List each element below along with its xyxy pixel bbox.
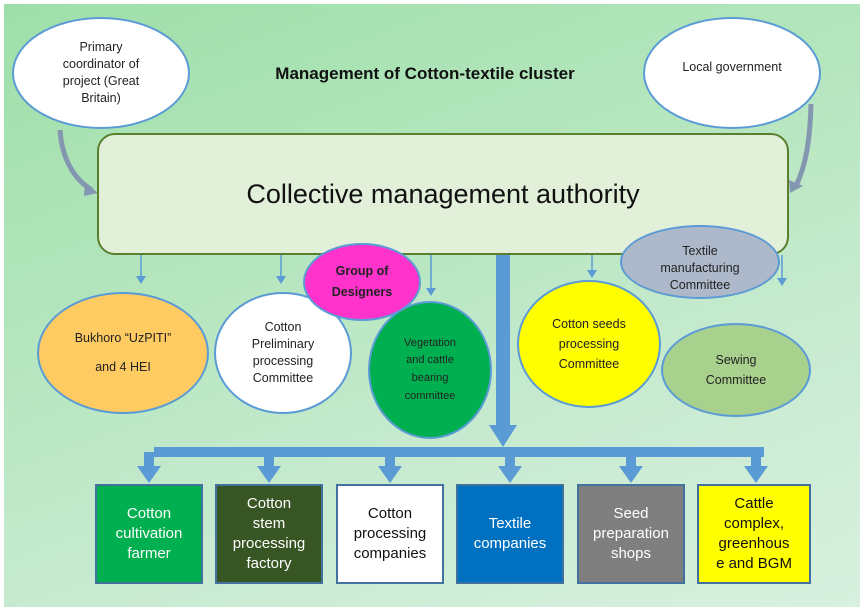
- arrowhead: [777, 278, 787, 286]
- authority-label: Collective management authority: [246, 178, 640, 209]
- node-group-of-designers: Group of Designers: [303, 243, 421, 321]
- unit-label-line: Cotton: [367, 504, 413, 522]
- label-line: Cotton seeds: [552, 317, 626, 331]
- unit-box: Cotton cultivation farmer: [95, 484, 203, 584]
- drop-arrow-head: [257, 466, 281, 483]
- drop-arrow-shaft: [751, 452, 761, 468]
- unit-label-line: factory: [246, 555, 292, 573]
- unit-box: Cotton processing companies: [336, 484, 444, 584]
- unit-box: Cotton stem processing factory: [215, 484, 323, 584]
- unit-label-line: e and BGM: [716, 555, 792, 573]
- label-line: processing: [558, 337, 620, 351]
- node-bukhoro-uzpiti: Bukhoro “UzPITI” and 4 HEI: [37, 292, 209, 414]
- label-line: committee: [404, 389, 456, 402]
- label-line: Committee: [252, 370, 314, 385]
- distribution-bar: [154, 447, 764, 457]
- label-line: Committee: [669, 277, 731, 292]
- drop-arrow-head: [619, 466, 643, 483]
- node-local-government: Local government: [643, 17, 821, 129]
- curved-arrow-left-head: [84, 182, 98, 196]
- arrowhead: [426, 288, 436, 296]
- arrowhead: [136, 276, 146, 284]
- main-arrow-head: [489, 425, 517, 447]
- unit-label-line: Cotton: [246, 494, 292, 512]
- label-line: Designers: [331, 285, 393, 299]
- drop-arrow-shaft: [144, 452, 154, 468]
- unit-box: Textile companies: [456, 484, 564, 584]
- drop-arrow-shaft: [385, 452, 395, 468]
- drop-arrow-head: [498, 466, 522, 483]
- unit-label-line: stem: [252, 514, 286, 532]
- drop-arrow-shaft: [626, 452, 636, 468]
- unit-box: Seed preparation shops: [577, 484, 685, 584]
- label-line: Vegetation: [404, 336, 456, 349]
- label-line: Britain): [81, 90, 121, 105]
- unit-label-line: processing: [353, 524, 427, 542]
- label-line: Primary: [79, 40, 123, 55]
- label-line: Textile: [682, 244, 718, 258]
- label-line: bearing: [411, 372, 449, 384]
- diagram-title: Management of Cotton-textile cluster: [275, 64, 575, 83]
- arrowhead: [587, 270, 597, 278]
- unit-label-line: companies: [473, 535, 547, 552]
- label-line: project (Great: [62, 74, 140, 88]
- unit-label-line: Textile: [488, 514, 532, 532]
- label-line: and 4 HEI: [95, 360, 151, 374]
- drop-arrow-shaft: [505, 452, 515, 468]
- node-local-government-label: Local government: [682, 59, 782, 74]
- unit-box: Cattle complex, greenhous e and BGM: [697, 484, 811, 584]
- unit-label-line: Cotton: [126, 504, 172, 522]
- drop-arrow-head: [744, 466, 768, 483]
- unit-label-line: companies: [353, 545, 427, 563]
- label-line: Committee: [705, 373, 767, 387]
- drop-arrow-head: [137, 466, 161, 483]
- unit-label-line: Cattle: [734, 494, 774, 512]
- label-line: and cattle: [406, 354, 454, 367]
- drop-arrow-head: [378, 466, 402, 483]
- unit-label-line: preparation: [593, 524, 669, 542]
- unit-label-line: processing: [232, 535, 306, 552]
- curved-arrow-right: [793, 103, 814, 188]
- label-line: processing: [252, 354, 314, 368]
- node-vegetation-cattle-committee: Vegetation and cattle bearing committee: [368, 301, 492, 439]
- label-line: coordinator of: [62, 57, 140, 72]
- unit-label-line: Seed: [613, 504, 649, 522]
- curved-arrow-left: [57, 129, 94, 193]
- unit-label-line: greenhous: [718, 535, 790, 552]
- main-arrow-shaft: [496, 255, 510, 427]
- unit-label-line: cultivation: [115, 524, 183, 542]
- arrowhead: [276, 276, 286, 284]
- unit-label-line: farmer: [127, 545, 171, 563]
- label-line: Group of: [335, 263, 389, 278]
- curved-arrow-right-head: [789, 180, 803, 193]
- label-line: Preliminary: [251, 337, 315, 352]
- label-line: manufacturing: [660, 260, 740, 275]
- label-line: Committee: [558, 357, 620, 371]
- label-line: Cotton: [264, 320, 302, 335]
- label-line: Sewing: [715, 353, 757, 367]
- unit-label-line: shops: [610, 545, 651, 563]
- unit-label-line: complex,: [723, 514, 785, 532]
- drop-arrow-shaft: [264, 452, 274, 468]
- label-line: Bukhoro “UzPITI”: [74, 331, 172, 346]
